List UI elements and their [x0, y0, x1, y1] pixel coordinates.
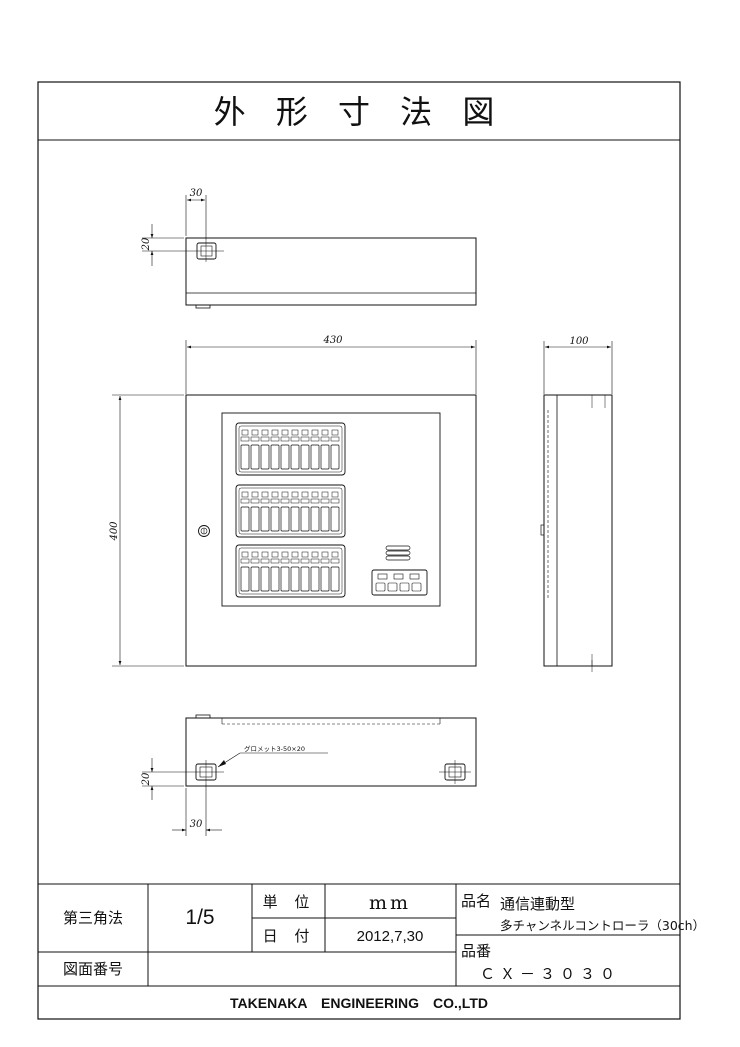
scale-value: 1/5	[185, 906, 214, 929]
product-name-label: 品名	[461, 892, 491, 910]
dim-top-height: 20	[141, 237, 152, 251]
switch-block	[235, 484, 346, 538]
dim-overall-height: 400	[109, 521, 120, 542]
drawing-no-label: 図面番号	[63, 960, 123, 978]
date-value: 2012,7,30	[357, 928, 424, 945]
top-view: 30 20	[141, 188, 477, 309]
company-name: TAKENAKA ENGINEERING CO.,LTD	[230, 995, 488, 1011]
control-keypad-icon	[371, 569, 428, 596]
dim-depth: 100	[569, 336, 589, 347]
bottom-view: グロメット3-50×20 20 30	[141, 714, 477, 836]
dim-bottom-width: 30	[190, 819, 203, 830]
projection-label: 第三角法	[63, 909, 123, 927]
unit-value: mm	[369, 892, 411, 914]
switch-block	[235, 422, 346, 476]
product-name-line1: 通信連動型	[500, 895, 575, 913]
dim-top-width: 30	[190, 188, 203, 199]
product-name-line2: 多チャンネルコントローラ（30ch）	[500, 918, 705, 933]
inner-panel	[221, 412, 441, 607]
side-view: 100	[540, 336, 613, 672]
title-block: 第三角法 1/5 単 位 mm 日 付 2012,7,30 図面番号 品名 通信…	[38, 883, 705, 1011]
drawing-title: 外 形 寸 法 図	[214, 93, 505, 131]
cabinet-front	[185, 394, 477, 667]
key-lock-icon	[198, 525, 210, 537]
date-label: 日 付	[263, 927, 316, 945]
part-no-value: ＣＸ－３０３０	[480, 965, 620, 983]
speaker-grille-icon	[385, 545, 411, 561]
outer-frame	[37, 81, 681, 1020]
front-view: 430 400	[109, 335, 477, 667]
part-no-label: 品番	[461, 942, 491, 960]
unit-label: 単 位	[263, 893, 316, 911]
dim-overall-width: 430	[322, 335, 343, 346]
switch-block	[235, 544, 346, 598]
grommet-note: グロメット3-50×20	[244, 744, 305, 753]
dim-bottom-height: 20	[141, 772, 152, 786]
